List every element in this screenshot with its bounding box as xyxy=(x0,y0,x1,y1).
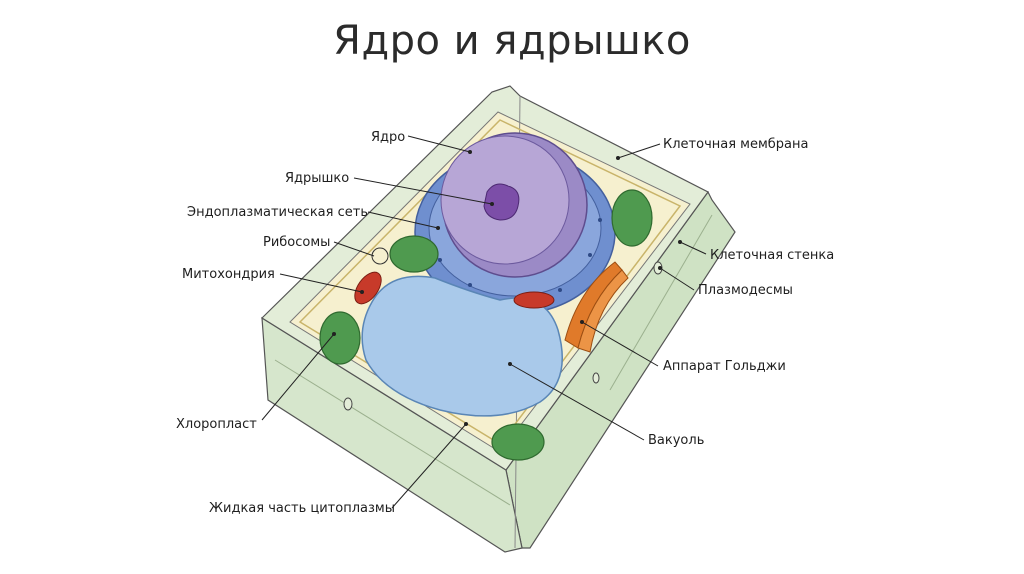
plasmodesma-2 xyxy=(344,398,352,410)
label-er: Эндоплазматическая сеть xyxy=(187,205,368,220)
chloroplast-3 xyxy=(320,312,360,364)
plasmodesma-3 xyxy=(593,373,599,383)
label-vacuole: Вакуоль xyxy=(648,433,704,448)
chloroplast-1 xyxy=(390,236,438,272)
label-cell-membrane: Клеточная мембрана xyxy=(663,137,808,152)
label-ribosomes: Рибосомы xyxy=(263,235,330,250)
nucleolus xyxy=(484,184,519,220)
mitochondrion-2 xyxy=(514,292,554,308)
label-cytoplasm: Жидкая часть цитоплазмы xyxy=(209,501,395,516)
label-plasmodesmata: Плазмодесмы xyxy=(698,283,793,298)
label-nucleolus: Ядрышко xyxy=(285,171,349,186)
label-cell-wall: Клеточная стенка xyxy=(710,248,834,263)
label-golgi: Аппарат Гольджи xyxy=(663,359,786,374)
label-chloroplast: Хлоропласт xyxy=(176,417,257,432)
label-nucleus: Ядро xyxy=(371,130,405,145)
label-mitochondrion: Митохондрия xyxy=(182,267,275,282)
chloroplast-2 xyxy=(612,190,652,246)
chloroplast-4 xyxy=(492,424,544,460)
